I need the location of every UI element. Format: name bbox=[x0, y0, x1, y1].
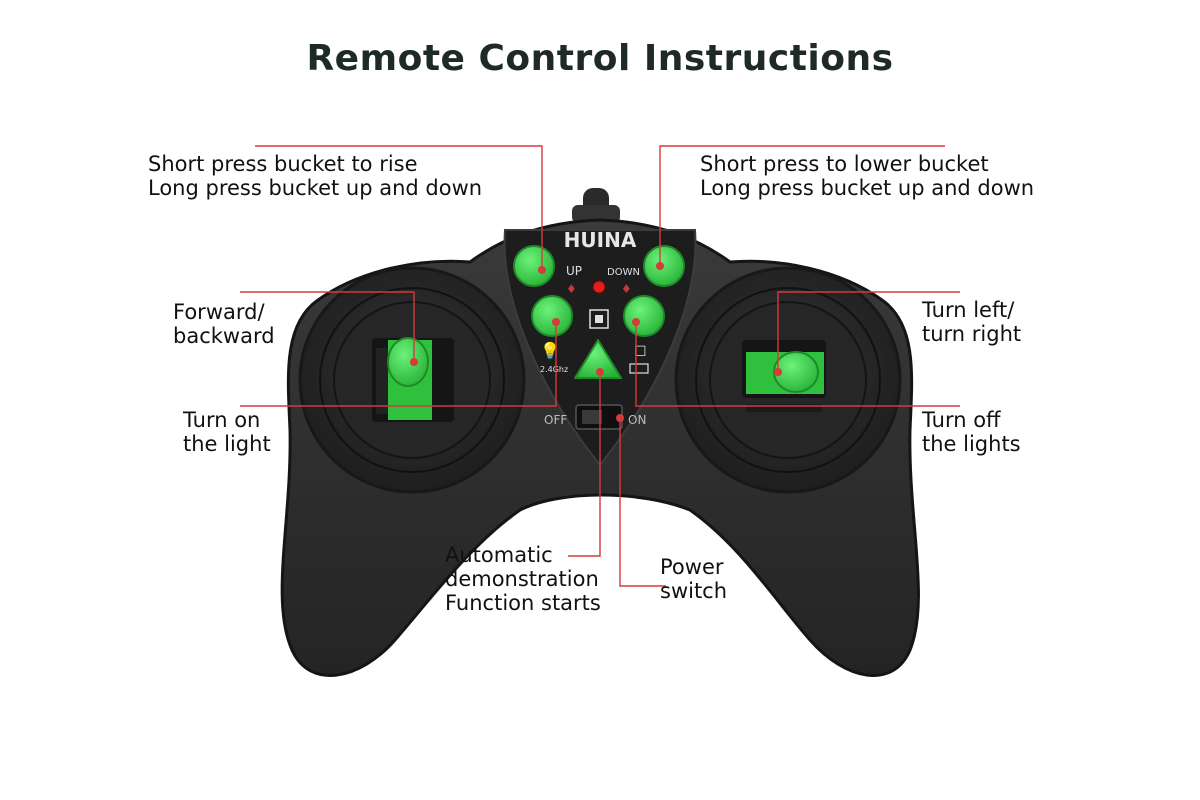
callout-line: switch bbox=[660, 579, 728, 603]
callout-forward-backward: Forward/ backward bbox=[173, 300, 275, 348]
leader-bucket-up bbox=[255, 145, 543, 270]
callout-line: the light bbox=[183, 432, 271, 456]
callout-line: Long press bucket up and down bbox=[148, 176, 483, 200]
right-joystick[interactable] bbox=[742, 340, 826, 412]
callout-line: turn right bbox=[922, 322, 1022, 346]
callout-line: Power bbox=[660, 555, 724, 579]
callout-turn: Turn left/ turn right bbox=[922, 298, 1021, 346]
down-label: DOWN bbox=[607, 267, 640, 278]
down-arrow-icon: ♦ bbox=[621, 282, 632, 296]
leader-turn bbox=[777, 291, 960, 372]
leader-bucket-down bbox=[659, 145, 945, 266]
leader-lines bbox=[240, 145, 960, 587]
leader-dots bbox=[410, 262, 782, 422]
up-label: UP bbox=[566, 264, 582, 278]
chip-icon bbox=[589, 309, 609, 329]
frequency-label: 2.4Ghz bbox=[540, 365, 568, 374]
callout-line: the lights bbox=[922, 432, 1021, 456]
callout-line: Short press bucket to rise bbox=[148, 152, 418, 176]
callout-line: Function starts bbox=[445, 591, 601, 615]
callout-line: Turn on bbox=[183, 408, 261, 432]
auto-demo-button[interactable] bbox=[574, 339, 622, 379]
leader-light-on bbox=[240, 322, 557, 407]
bucket-up-button[interactable] bbox=[513, 245, 555, 287]
callout-bucket-down: Short press to lower bucket Long press b… bbox=[700, 152, 1034, 200]
callout-line: Short press to lower bucket bbox=[700, 152, 989, 176]
up-arrow-icon: ♦ bbox=[566, 282, 577, 296]
callout-light-off: Turn off the lights bbox=[922, 408, 1021, 456]
antenna bbox=[572, 188, 620, 223]
callout-line: Long press bucket up and down bbox=[700, 176, 1035, 200]
brand-logo: HUINA bbox=[564, 228, 637, 252]
callout-line: Turn off bbox=[922, 408, 1001, 432]
callout-bucket-up: Short press bucket to rise Long press bu… bbox=[148, 152, 482, 200]
leader-auto-demo bbox=[568, 374, 601, 557]
light-on-button[interactable] bbox=[531, 295, 573, 337]
page-title: Remote Control Instructions bbox=[306, 38, 894, 79]
callout-line: Forward/ bbox=[173, 300, 265, 324]
switch-off-label: OFF bbox=[544, 413, 567, 427]
battery-indicator bbox=[629, 363, 649, 374]
callout-power: Power switch bbox=[660, 555, 727, 603]
callout-line: Automatic bbox=[445, 543, 553, 567]
leader-power bbox=[619, 418, 666, 587]
callout-line: backward bbox=[173, 324, 275, 348]
status-led bbox=[592, 280, 606, 294]
light-bulb-icon: 💡 bbox=[540, 341, 560, 360]
light-off-bulb-icon: ☐ bbox=[634, 344, 647, 360]
callout-auto-demo: Automatic demonstration Function starts bbox=[445, 543, 601, 615]
power-switch[interactable] bbox=[575, 404, 623, 430]
leader-light-off bbox=[635, 322, 960, 407]
callout-light-on: Turn on the light bbox=[183, 408, 271, 456]
leader-forward bbox=[240, 291, 415, 362]
callout-line: demonstration bbox=[445, 567, 599, 591]
callout-line: Turn left/ bbox=[922, 298, 1015, 322]
left-joystick[interactable] bbox=[372, 337, 454, 422]
light-off-button[interactable] bbox=[623, 295, 665, 337]
switch-on-label: ON bbox=[628, 413, 646, 427]
